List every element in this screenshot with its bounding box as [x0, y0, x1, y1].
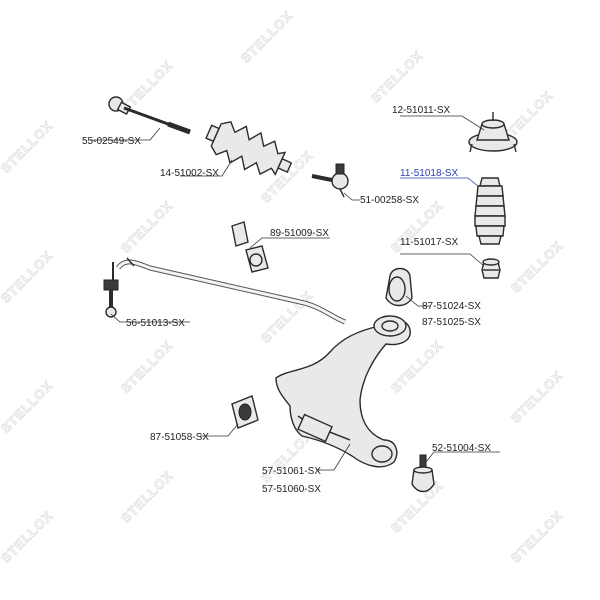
leader-14-51002	[180, 159, 233, 177]
watermark-text: STELLOX	[118, 338, 176, 396]
leader-11-51017	[400, 253, 485, 267]
label-89-51009[interactable]: 89-51009-SX	[270, 228, 329, 239]
watermark-text: STELLOX	[0, 508, 56, 566]
stabilizer-bushing-part[interactable]	[231, 221, 269, 273]
stabilizer-link-part[interactable]	[103, 262, 119, 318]
arm-rear-bushing-part[interactable]	[385, 267, 413, 307]
label-87-51058[interactable]: 87-51058-SX	[150, 432, 209, 443]
label-11-51018[interactable]: 11-51018-SX	[400, 168, 459, 179]
leader-56-51013	[110, 313, 190, 323]
label-56-51013[interactable]: 56-51013-SX	[126, 318, 185, 329]
outer-tie-rod-end-part[interactable]	[311, 163, 349, 198]
strut-mount-part[interactable]	[468, 112, 518, 153]
leader-87-51058	[200, 423, 239, 437]
watermark-text: STELLOX	[368, 48, 426, 106]
label-57-51060[interactable]: 57-51060-SX	[262, 484, 321, 495]
leader-11-51018	[400, 177, 479, 187]
leader-87-51024	[405, 295, 430, 307]
label-87-51025[interactable]: 87-51025-SX	[422, 317, 481, 328]
watermark-text: STELLOX	[508, 238, 566, 296]
watermark-text: STELLOX	[508, 508, 566, 566]
stabilizer-bar-part	[115, 257, 346, 325]
leader-12-51011	[400, 115, 485, 131]
watermark-text: STELLOX	[0, 248, 56, 306]
label-12-51011[interactable]: 12-51011-SX	[392, 105, 451, 116]
leader-89-51009	[249, 237, 330, 249]
watermark-text: STELLOX	[388, 338, 446, 396]
ball-joint-part[interactable]	[411, 454, 435, 493]
watermark-text: STELLOX	[118, 198, 176, 256]
watermark-layer: STELLOX STELLOX STELLOX STELLOX STELLOX STELL…	[0, 7, 566, 566]
label-14-51002[interactable]: 14-51002-SX	[160, 168, 219, 179]
watermark-text: STELLOX	[0, 118, 56, 176]
watermark-text: STELLOX	[238, 8, 296, 66]
leader-51-00258	[343, 192, 360, 201]
leader-57-51061	[316, 443, 351, 471]
label-87-51024[interactable]: 87-51024-SX	[422, 301, 481, 312]
watermark-text: STELLOX	[508, 368, 566, 426]
leader-52-51004	[425, 451, 500, 463]
watermark-text: STELLOX	[0, 378, 56, 436]
label-11-51017[interactable]: 11-51017-SX	[400, 237, 459, 248]
inner-tie-rod-part[interactable]	[108, 96, 191, 135]
steering-boot-part[interactable]	[201, 113, 298, 185]
label-52-51004[interactable]: 52-51004-SX	[432, 443, 491, 454]
label-51-00258[interactable]: 51-00258-SX	[360, 195, 419, 206]
label-55-02549[interactable]: 55-02549-SX	[82, 136, 141, 147]
bump-stop-part[interactable]	[481, 258, 501, 279]
watermark-text: STELLOX	[118, 468, 176, 526]
lower-control-arm-part[interactable]	[275, 315, 411, 468]
label-57-51061[interactable]: 57-51061-SX	[262, 466, 321, 477]
leader-55-02549	[90, 127, 161, 141]
arm-front-bushing-part[interactable]	[231, 395, 259, 429]
dust-boot-part[interactable]	[474, 177, 506, 245]
